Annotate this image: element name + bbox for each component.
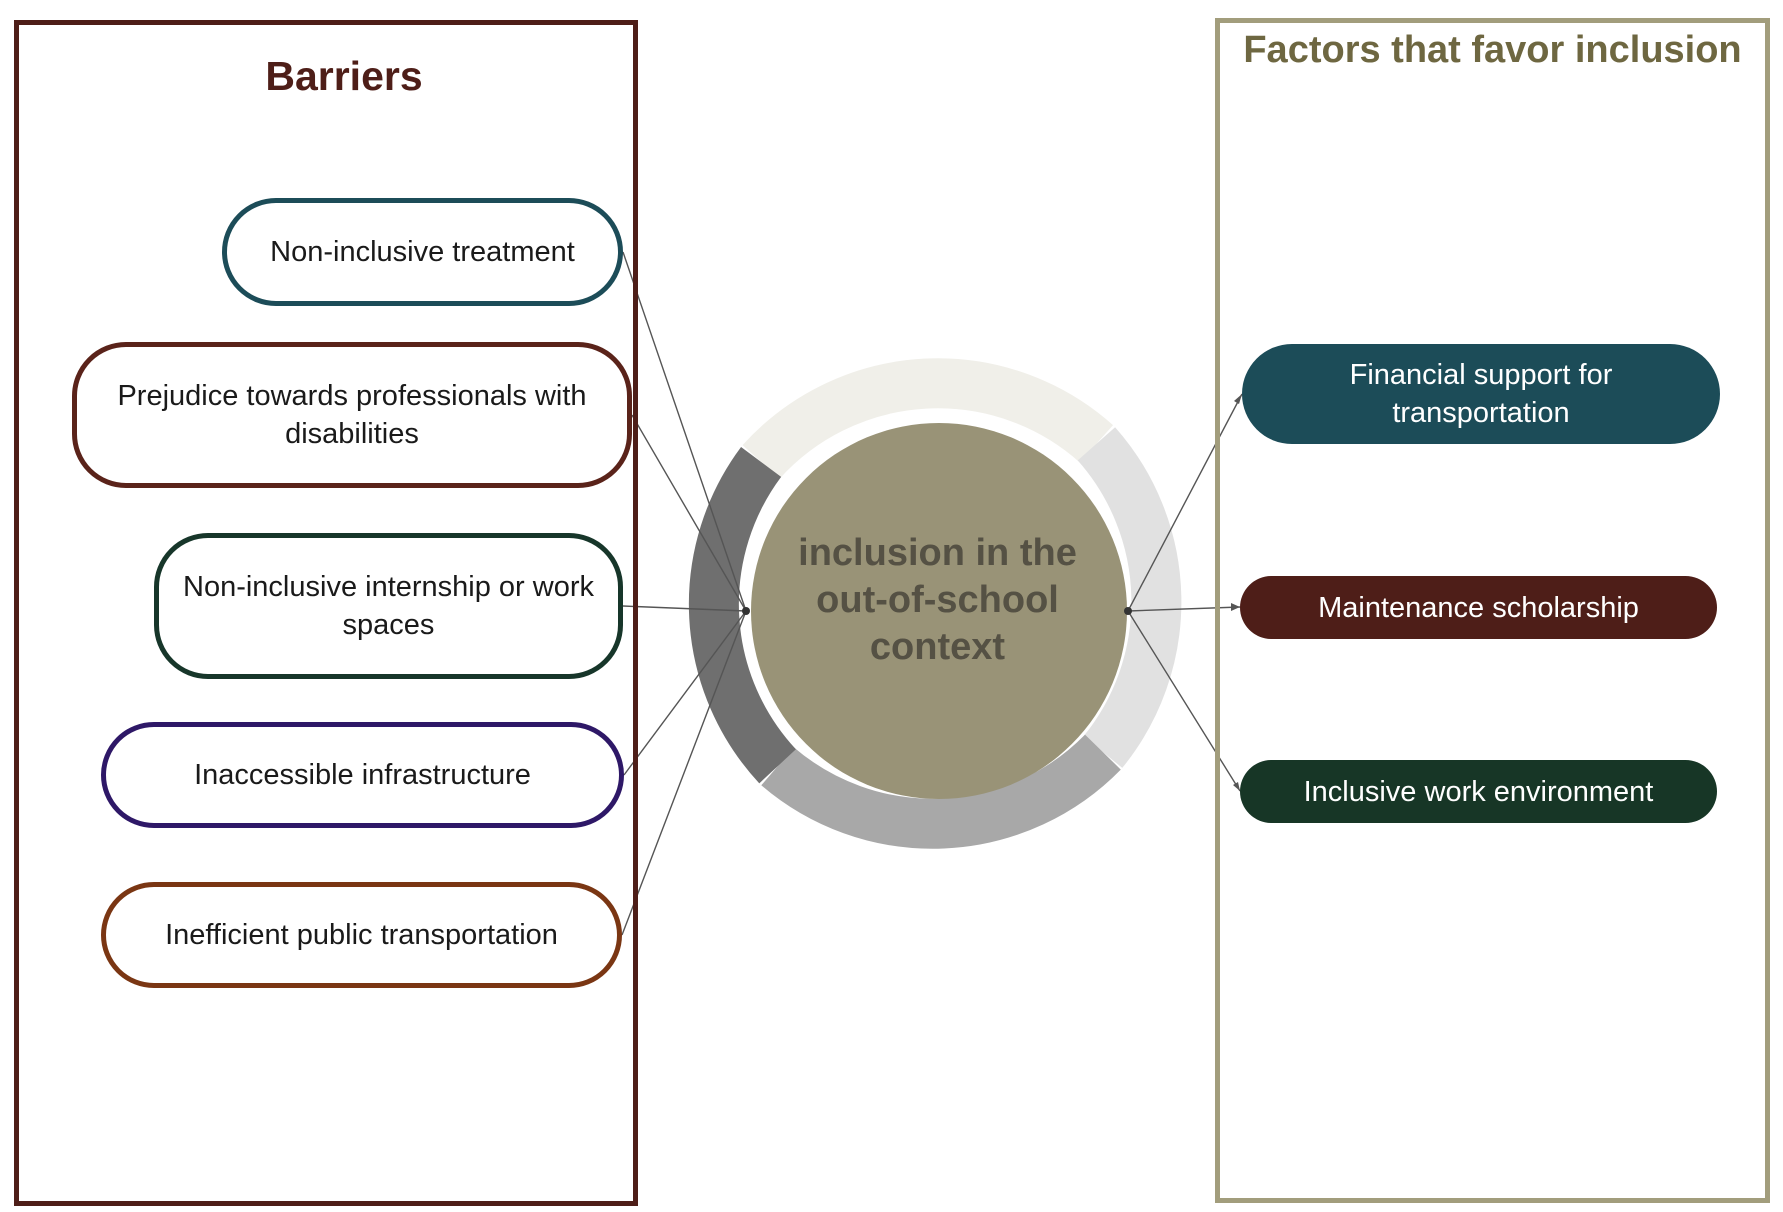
- factors-title: Factors that favor inclusion: [1243, 29, 1742, 71]
- connector-b4: [623, 610, 747, 776]
- connector-b2: [631, 414, 747, 612]
- barrier-non-inclusive-spaces: Non-inclusive internship or work spaces: [154, 533, 623, 679]
- factors-panel: Factors that favor inclusion: [1215, 18, 1770, 1203]
- barriers-panel: Barriers: [14, 20, 638, 1206]
- center-circle: [751, 423, 1127, 799]
- barrier-prejudice-label: Prejudice towards professionals with dis…: [117, 380, 587, 450]
- barrier-prejudice: Prejudice towards professionals with dis…: [72, 342, 632, 488]
- barrier-inaccessible-infrastructure: Inaccessible infrastructure: [101, 722, 624, 828]
- barrier-connectors: [621, 251, 747, 936]
- connector-f3: [1127, 610, 1241, 792]
- arrowhead-f3: [1233, 782, 1240, 791]
- connector-f1: [1127, 393, 1243, 612]
- connector-b5: [621, 610, 747, 936]
- ring-segment-top: [742, 358, 1114, 479]
- arrowhead-f1: [1234, 394, 1242, 404]
- factor-connectors: [1127, 393, 1243, 792]
- barrier-non-inclusive-treatment: Non-inclusive treatment: [222, 198, 623, 306]
- factor-inclusive-work-environment: Inclusive work environment: [1240, 760, 1717, 823]
- ring-segment-right: [1077, 427, 1182, 768]
- center-ring: [688, 358, 1182, 849]
- barrier-inefficient-transport: Inefficient public transportation: [101, 882, 622, 988]
- left-junction-dot: [742, 607, 750, 615]
- ring-segment-bottom: [761, 734, 1121, 849]
- arrowhead-f2: [1231, 603, 1240, 611]
- ring-segment-left: [688, 446, 797, 784]
- right-junction-dot: [1124, 607, 1132, 615]
- factor-financial-support: Financial support for transportation: [1242, 344, 1720, 444]
- factor-financial-support-label: Financial support for transportation: [1349, 359, 1613, 429]
- barrier-non-inclusive-spaces-label: Non-inclusive internship or work spaces: [183, 571, 594, 641]
- connector-b3: [622, 605, 747, 612]
- barriers-title: Barriers: [265, 53, 423, 99]
- connector-f2: [1127, 606, 1241, 612]
- factor-maintenance-scholarship: Maintenance scholarship: [1240, 576, 1717, 639]
- connector-b1: [622, 251, 747, 612]
- center-label: inclusion in the out-of-school context: [798, 532, 1077, 668]
